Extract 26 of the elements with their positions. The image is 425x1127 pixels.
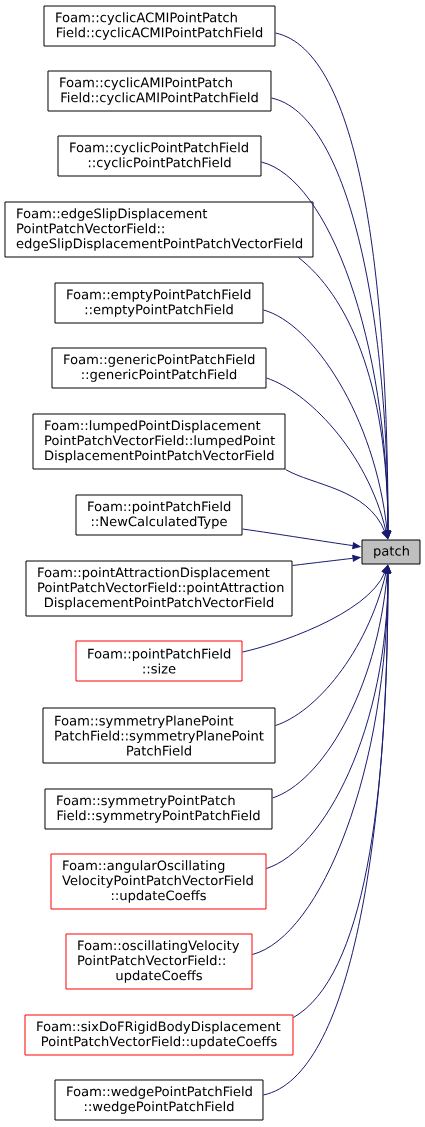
function-box: Foam::lumpedPointDisplacement PointPatchVectorField::lumpedPoint DisplacementPointPatchVectorField	[32, 413, 286, 470]
function-box: Foam::cyclicACMIPointPatch Field::cyclicACMIPointPatchField	[43, 5, 276, 47]
call-arrow	[292, 554, 361, 566]
function-box: patch	[361, 539, 421, 565]
call-arrow	[266, 377, 390, 539]
function-box: Foam::edgeSlipDisplacement PointPatchVectorField:: edgeSlipDisplacementPointPatchVectorField	[4, 201, 314, 258]
function-box: Foam::wedgePointPatchField ::wedgePointPatchField	[54, 1079, 264, 1121]
function-box: Foam::angularOscillating VelocityPointPatchVectorField ::updateCoeffs	[50, 853, 267, 910]
call-arrow	[298, 257, 392, 539]
call-arrow	[263, 309, 391, 539]
function-box: Foam::cyclicAMIPointPatch Field::cyclicAMIPointPatchField	[47, 70, 272, 112]
call-arrow	[242, 528, 361, 549]
function-box: Foam::pointPatchField ::NewCalculatedType	[75, 494, 243, 536]
function-box: Foam::pointPatchField ::size	[75, 640, 243, 682]
function-box: Foam::sixDoFRigidBodyDisplacement PointPatchVectorField::updateCoeffs	[24, 1014, 294, 1056]
call-arrow	[275, 565, 390, 726]
function-box: Foam::symmetryPointPatch Field::symmetryPointPatchField	[44, 788, 273, 830]
function-box: Foam::emptyPointPatchField ::emptyPointPatchField	[54, 282, 264, 324]
call-arrow	[263, 565, 392, 1096]
function-box: Foam::cyclicPointPatchField ::cyclicPointPatchField	[57, 135, 262, 177]
call-arrow	[285, 469, 388, 539]
function-box: Foam::oscillatingVelocity PointPatchVectorField:: updateCoeffs	[65, 933, 253, 990]
function-box: Foam::symmetryPlanePoint PatchField::symmetryPlanePoint PatchField	[42, 707, 276, 764]
call-arrow	[242, 565, 388, 653]
function-box: Foam::genericPointPatchField ::genericPointPatchField	[51, 347, 267, 389]
function-box: Foam::pointAttractionDisplacement PointPatchVectorField::pointAttraction DisplacementPointPatchVectorField	[25, 560, 293, 617]
